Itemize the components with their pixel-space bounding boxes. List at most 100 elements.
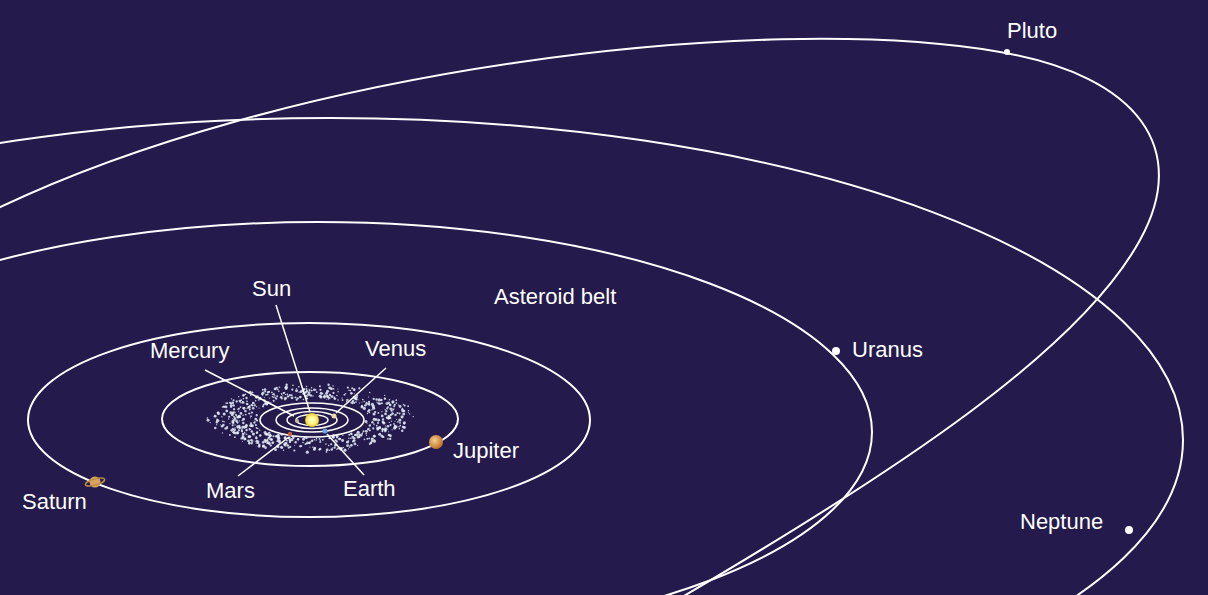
asteroid-dot (214, 415, 217, 418)
asteroid-dot (337, 388, 338, 389)
asteroid-dot (214, 427, 216, 429)
asteroid-dot (402, 413, 405, 416)
asteroid-dot (370, 441, 373, 444)
asteroid-dot (269, 397, 270, 398)
asteroid-dot (226, 402, 228, 404)
asteroid-dot (338, 438, 341, 441)
asteroid-dot (389, 417, 391, 419)
asteroid-dot (235, 427, 236, 428)
asteroid-dot (397, 421, 399, 423)
asteroid-dot (262, 405, 264, 407)
asteroid-dot (242, 394, 245, 397)
asteroid-dot (329, 450, 330, 451)
asteroid-dot (231, 402, 234, 405)
asteroid-dot (357, 445, 358, 446)
asteroid-dot (248, 435, 251, 438)
asteroid-dot (353, 443, 356, 446)
asteroid-dot (326, 399, 327, 400)
asteroid-dot (332, 385, 333, 386)
asteroid-dot (381, 411, 382, 412)
asteroid-dot (322, 393, 324, 395)
asteroid-dot (238, 408, 240, 410)
asteroid-dot (316, 438, 317, 439)
asteroid-dot (384, 397, 386, 399)
asteroid-dot (347, 387, 349, 389)
asteroid-dot (332, 447, 333, 448)
asteroid-dot (287, 395, 289, 397)
asteroid-dot (234, 432, 237, 435)
asteroid-dot (381, 428, 383, 430)
asteroid-dot (233, 431, 235, 433)
asteroid-dot (354, 393, 355, 394)
asteroid-dot (238, 415, 241, 418)
asteroid-dot (245, 393, 247, 395)
asteroid-dot (359, 403, 360, 404)
asteroid-dot (369, 424, 372, 427)
asteroid-dot (398, 426, 399, 427)
earth-body (323, 429, 328, 434)
asteroid-dot (238, 415, 241, 418)
asteroid-dot (276, 395, 278, 397)
asteroid-dot (334, 398, 336, 400)
asteroid-dot (384, 428, 387, 431)
asteroid-dot (238, 396, 239, 397)
asteroid-dot (309, 447, 310, 448)
asteroid-dot (242, 407, 243, 408)
asteroid-dot (294, 445, 295, 446)
asteroid-dot (398, 404, 399, 405)
asteroid-dot (378, 398, 381, 401)
asteroid-dot (375, 398, 378, 401)
asteroid-dot (382, 421, 385, 424)
asteroid-dot (242, 418, 245, 421)
asteroid-dot (242, 435, 245, 438)
asteroid-dot (283, 443, 285, 445)
asteroid-dot (277, 434, 280, 437)
asteroid-dot (222, 406, 224, 408)
asteroid-dot (251, 404, 253, 406)
asteroid-dot (253, 421, 255, 423)
asteroid-dot (242, 401, 244, 403)
asteroid-dot (232, 404, 235, 407)
asteroid-dot (247, 440, 250, 443)
asteroid-dot (250, 415, 252, 417)
asteroid-dot (249, 405, 251, 407)
asteroid-dot (362, 399, 364, 401)
asteroid-dot (251, 424, 252, 425)
asteroid-dot (241, 426, 243, 428)
asteroid-dot (299, 396, 302, 399)
asteroid-dot (388, 431, 389, 432)
asteroid-dot (322, 439, 324, 441)
asteroid-dot (228, 416, 230, 418)
asteroid-dot (240, 406, 242, 408)
asteroid-dot (285, 383, 287, 385)
asteroid-dot (376, 427, 379, 430)
asteroid-dot (224, 421, 225, 422)
asteroid-dot (242, 433, 244, 435)
asteroid-dot (261, 393, 263, 395)
asteroid-dot (391, 400, 394, 403)
asteroid-dot (350, 444, 353, 447)
asteroid-dot (326, 451, 328, 453)
asteroid-dot (234, 424, 235, 425)
asteroid-dot (268, 432, 270, 434)
asteroid-dot (377, 419, 379, 421)
asteroid-dot (232, 432, 233, 433)
asteroid-dot (352, 440, 354, 442)
asteroid-dot (242, 415, 243, 416)
asteroid-dot (391, 421, 392, 422)
asteroid-dot (238, 426, 241, 429)
asteroid-dot (305, 388, 307, 390)
asteroid-dot (373, 418, 376, 421)
asteroid-dot (379, 403, 381, 405)
mars-orbit (260, 403, 364, 437)
asteroid-dot (311, 390, 313, 392)
asteroid-dot (372, 407, 375, 410)
asteroid-dot (378, 418, 379, 419)
asteroid-dot (256, 431, 258, 433)
asteroid-dot (343, 394, 345, 396)
asteroid-dot (319, 395, 322, 398)
asteroid-dot (350, 392, 353, 395)
asteroid-dot (389, 404, 392, 407)
asteroid-dot (353, 389, 355, 391)
asteroid-dot (289, 446, 291, 448)
